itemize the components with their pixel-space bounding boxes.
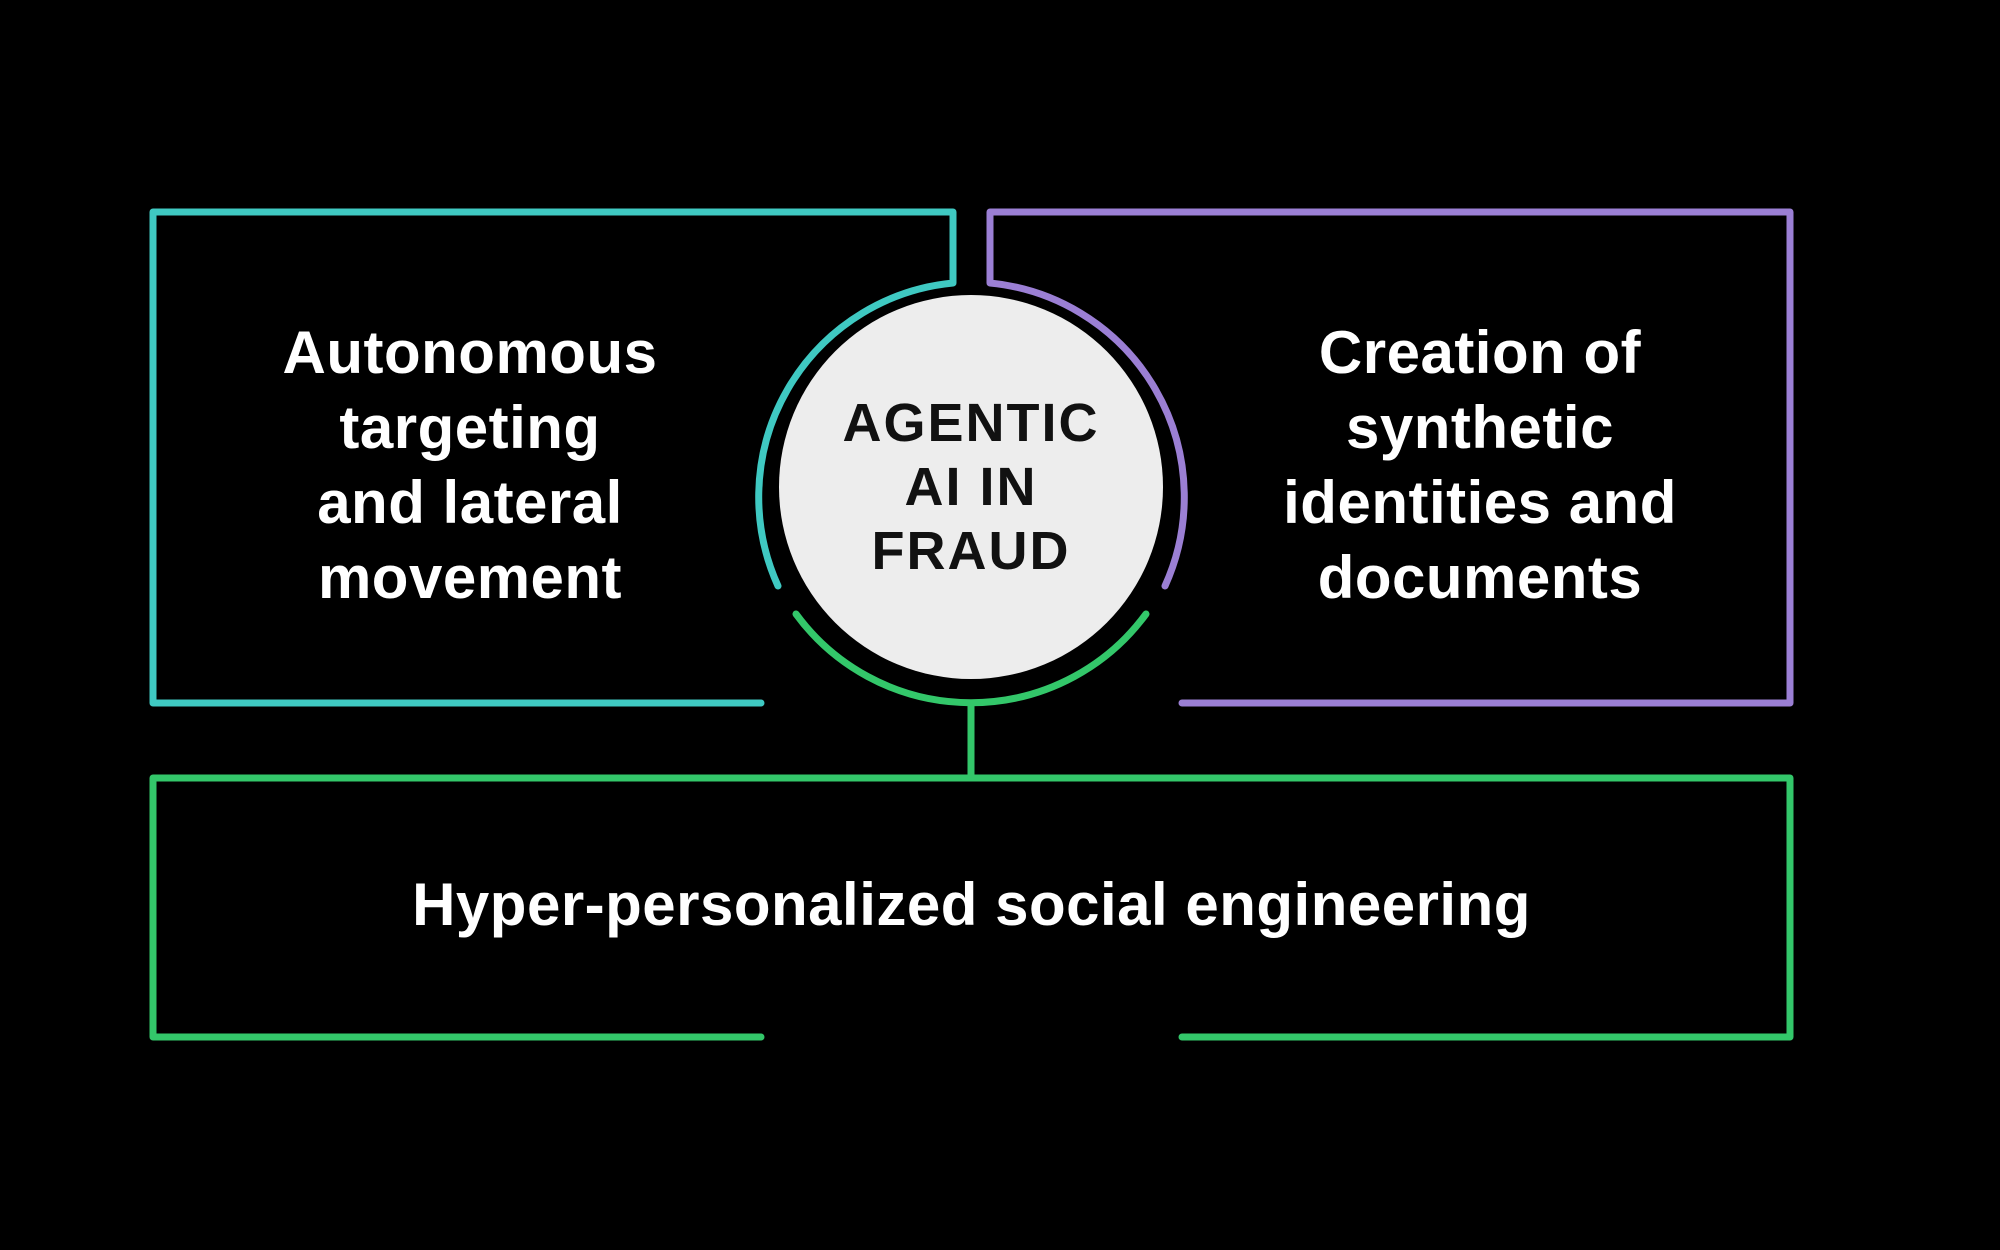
- left-box-frame: [149, 208, 957, 707]
- center-circle: [779, 295, 1163, 679]
- center-line-1: AGENTIC: [842, 393, 1100, 453]
- right-line-4: documents: [1317, 544, 1643, 611]
- left-line-2: targeting: [339, 394, 601, 461]
- right-line-1: Creation of: [1318, 319, 1642, 386]
- bottom-box-text: Hyper-personalized social engineering: [153, 860, 1790, 950]
- center-line-2: AI IN: [904, 457, 1038, 517]
- left-line-3: and lateral: [317, 469, 623, 536]
- right-box-frame: [986, 208, 1794, 707]
- bottom-text: Hyper-personalized social engineering: [412, 871, 1531, 938]
- bottom-box-frame: [149, 774, 1794, 1041]
- right-line-2: synthetic: [1346, 394, 1614, 461]
- right-box-text: Creation of synthetic identities and doc…: [1230, 315, 1730, 615]
- right-line-3: identities and: [1283, 469, 1677, 536]
- left-line-4: movement: [317, 544, 623, 611]
- center-line-3: FRAUD: [871, 521, 1071, 581]
- left-line-1: Autonomous: [282, 319, 658, 386]
- left-box-text: Autonomous targeting and lateral movemen…: [220, 315, 720, 615]
- center-title: AGENTIC AI IN FRAUD: [790, 387, 1152, 587]
